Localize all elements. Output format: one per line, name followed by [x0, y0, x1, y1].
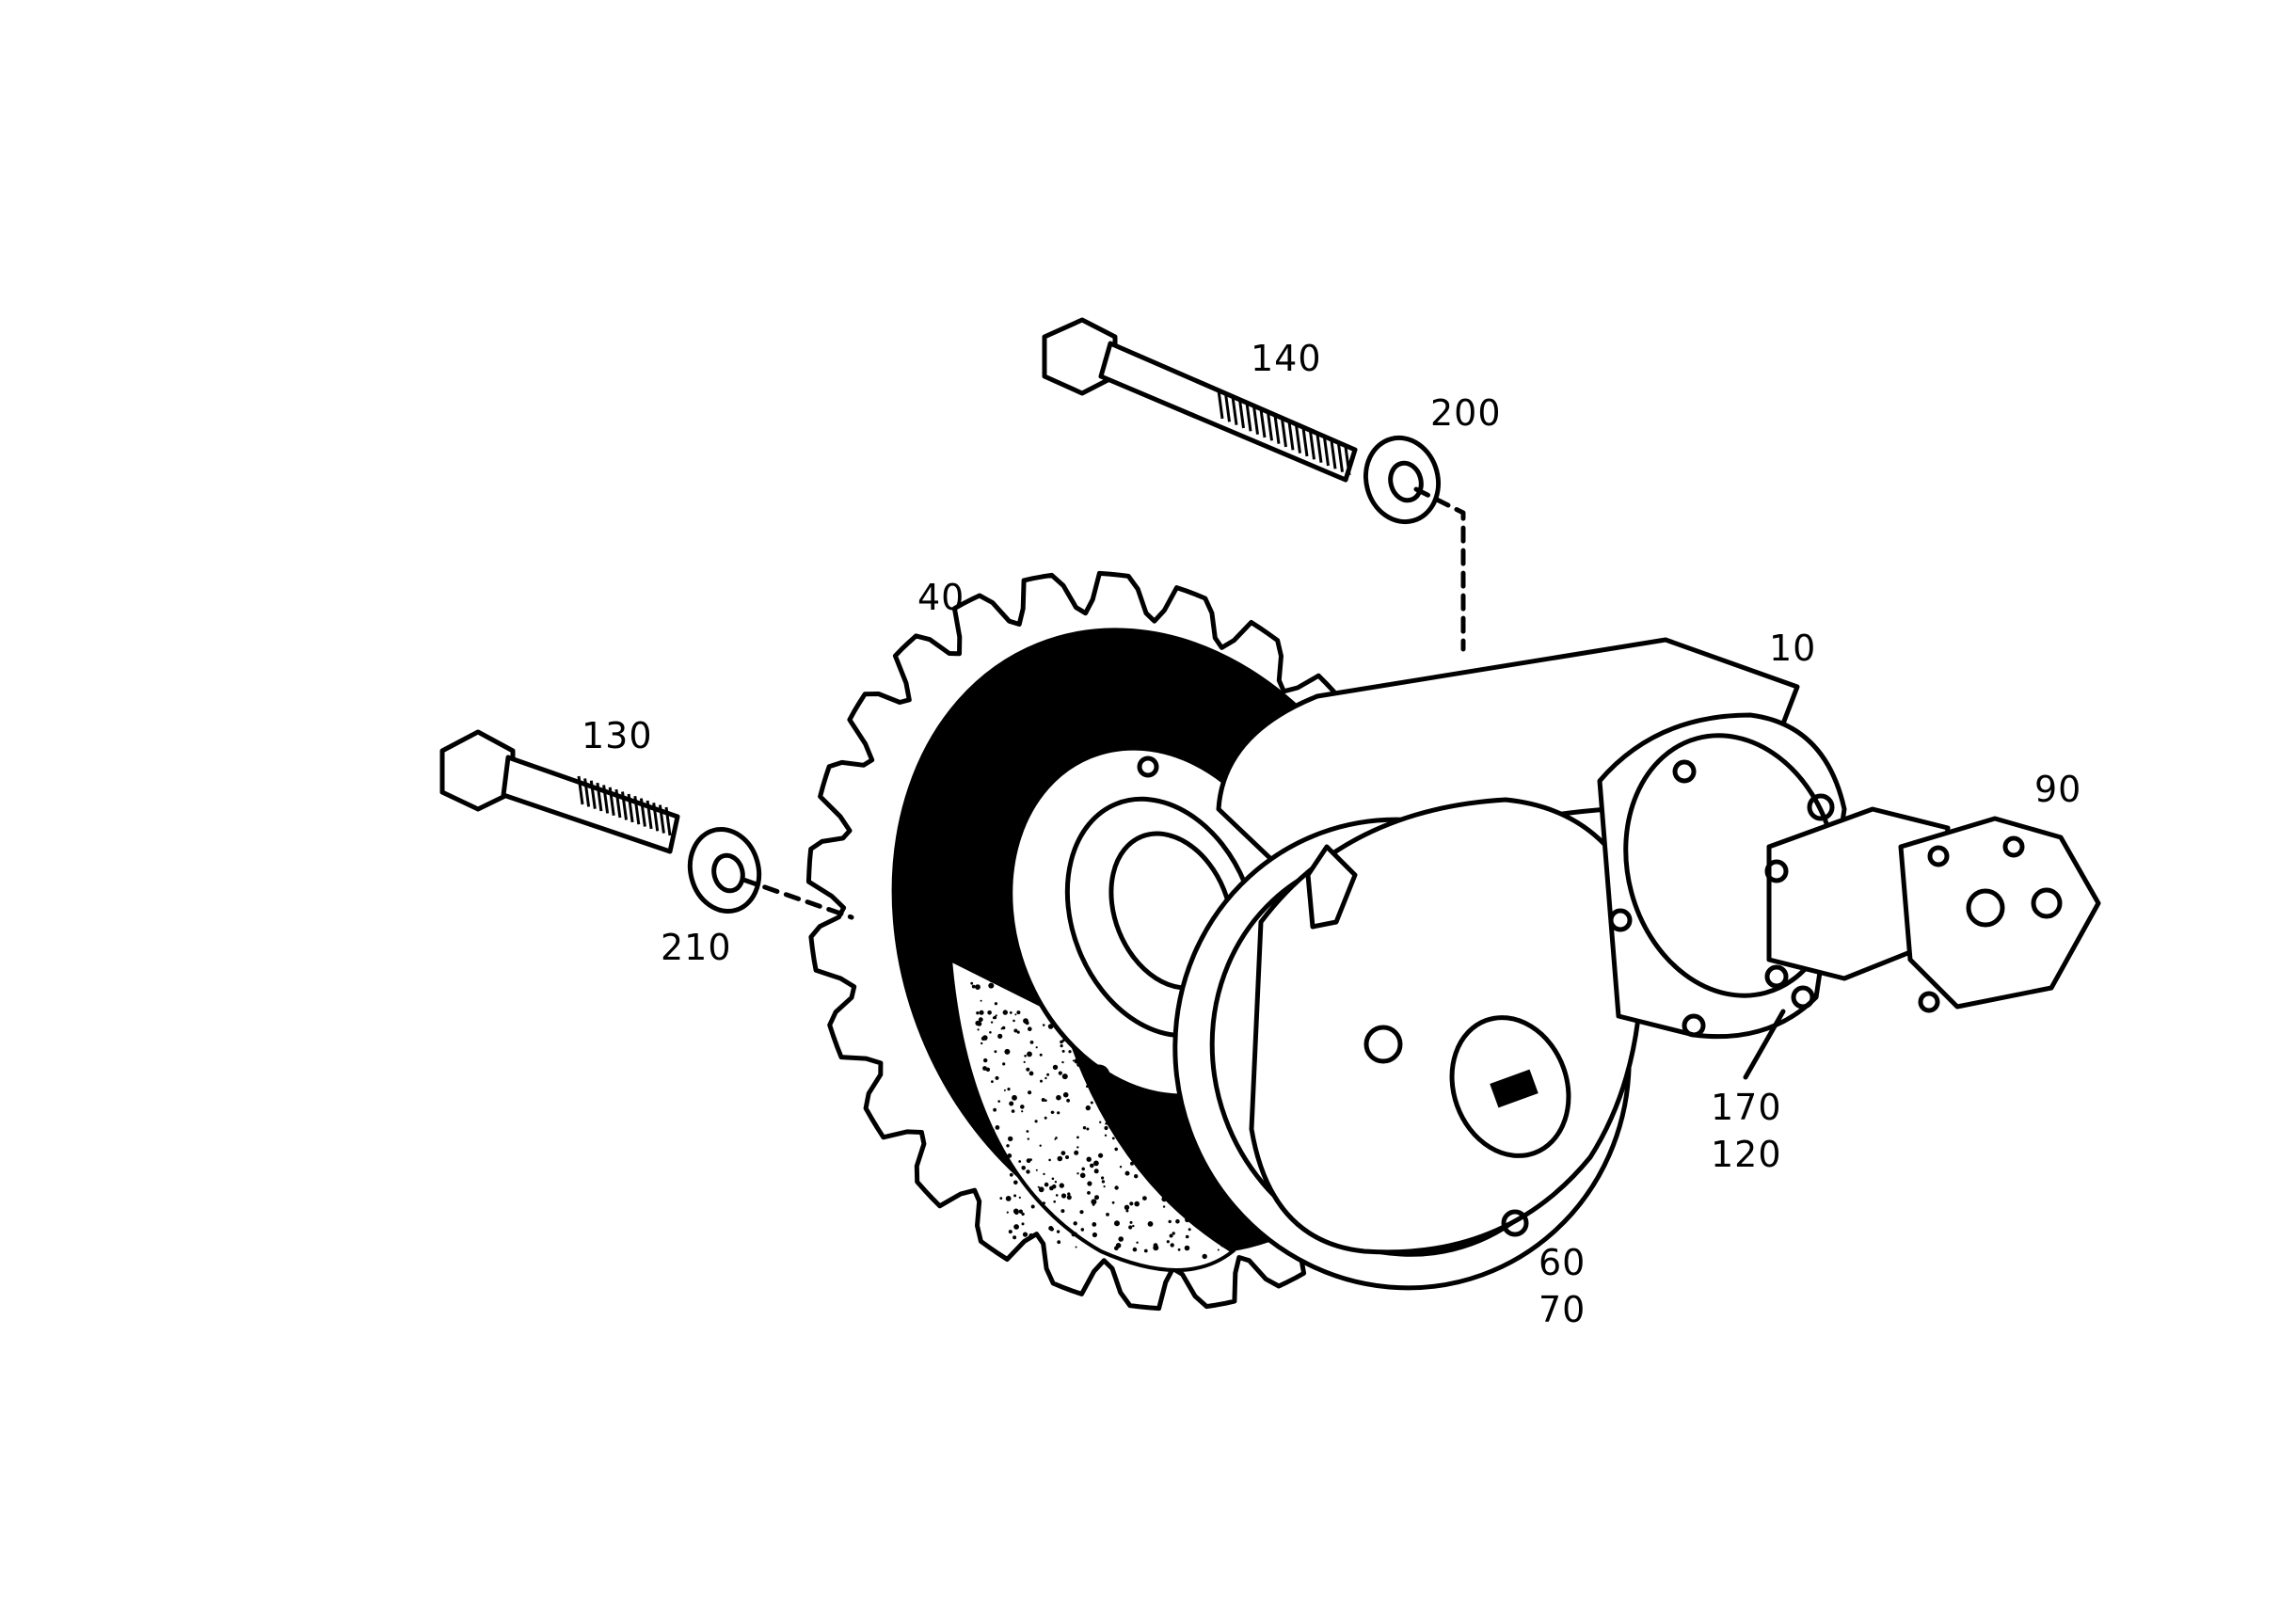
hydraulic-motor-90 [1764, 806, 2101, 1013]
bolt-130 [439, 729, 680, 854]
final-drive-housing-10 [1172, 637, 1847, 1291]
washer-210 [687, 826, 762, 914]
washer-200 [1363, 435, 1442, 525]
leader-170 [1743, 1009, 1786, 1080]
label-140: 140 [1251, 338, 1322, 379]
label-40: 40 [917, 577, 965, 618]
label-120: 120 [1711, 1134, 1782, 1175]
label-60: 60 [1539, 1242, 1586, 1283]
bolt-140-thread [1217, 390, 1351, 476]
label-70: 70 [1539, 1289, 1586, 1330]
leader-200 [1413, 486, 1466, 652]
label-200: 200 [1430, 392, 1502, 434]
bolt-130-thread [577, 775, 672, 836]
label-210: 210 [661, 927, 732, 968]
label-10: 10 [1769, 628, 1817, 669]
leader-210 [741, 877, 854, 920]
label-170: 170 [1711, 1087, 1782, 1128]
label-90: 90 [2034, 769, 2082, 810]
bolt-140 [1042, 317, 1358, 483]
label-130: 130 [582, 715, 653, 756]
